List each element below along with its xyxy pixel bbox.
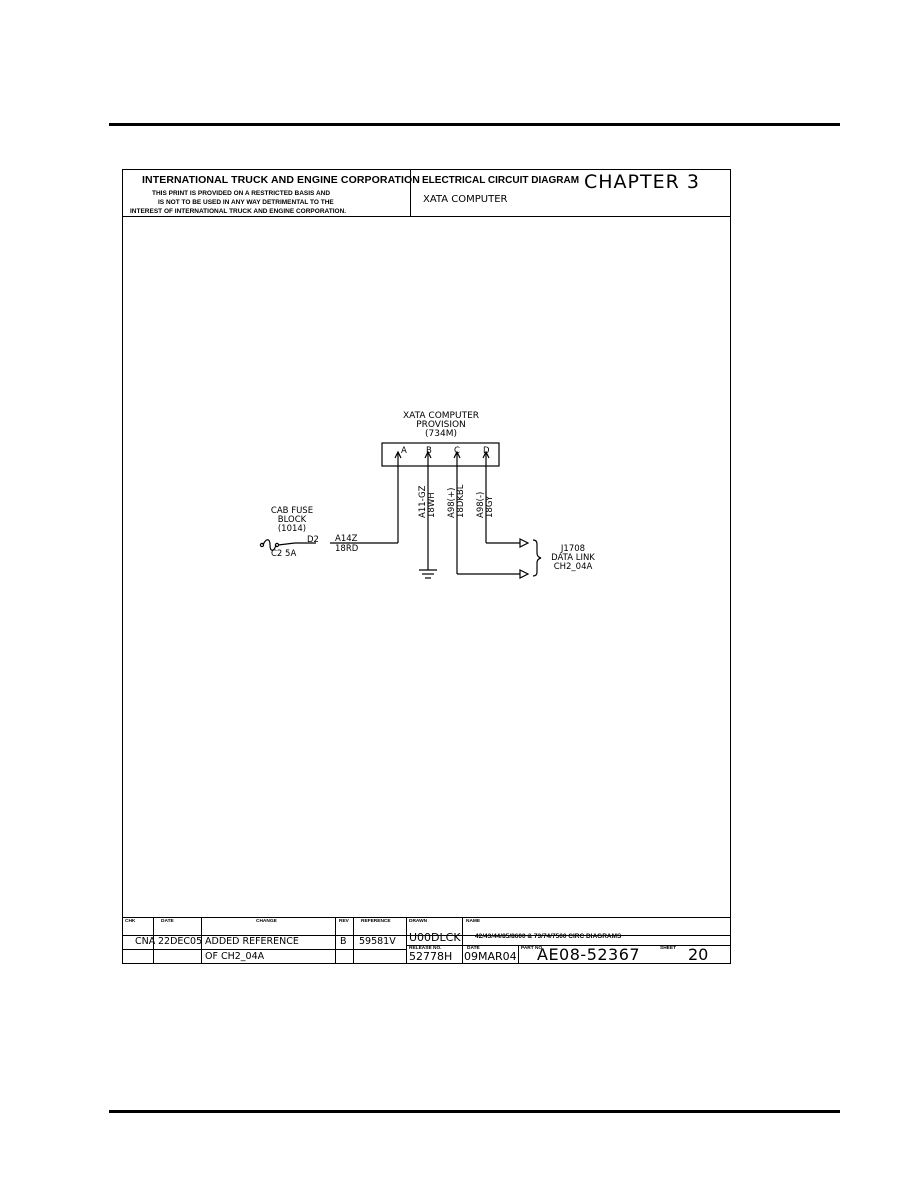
- fuse-block-line-3: (1014): [278, 524, 306, 534]
- pin-a-arrow: [394, 450, 402, 459]
- col-rev: [353, 917, 354, 963]
- hdr-drawn: DRAWN: [409, 919, 428, 924]
- connector-title-2: PROVISION: [416, 420, 466, 430]
- change-value-2: OF CH2_04A: [205, 951, 265, 962]
- datalink-line-2: DATA LINK: [551, 553, 595, 563]
- col-date2: [518, 945, 519, 963]
- top-rule: [109, 123, 840, 126]
- titleblock-top: [123, 917, 730, 918]
- pin-c-label: C: [454, 446, 460, 456]
- wire-b-spec: 18WH: [427, 492, 437, 518]
- diagram-subject: XATA COMPUTER: [423, 194, 508, 205]
- header-divider: [123, 216, 730, 217]
- reference-value: 59581V: [359, 936, 396, 947]
- titleblock-row-1: [123, 935, 730, 936]
- fuse-pin-label: D2: [307, 535, 319, 545]
- pin-d-label: D: [483, 446, 490, 456]
- fuse-block-line-1: CAB FUSE: [271, 506, 313, 516]
- bottom-rule: [109, 1110, 840, 1113]
- change-value-1: ADDED REFERENCE: [205, 936, 299, 947]
- col-chk: [153, 917, 154, 963]
- circuit-diagram: XATA COMPUTER PROVISION (734M) A B C D A…: [259, 411, 595, 579]
- drawing-name: 42/43/44/85/8600 & 73/74/7500 CIRC DIAGR…: [475, 933, 622, 940]
- connector-title-3: (734M): [425, 429, 457, 439]
- part-number: AE08-52367: [537, 945, 641, 964]
- fuse-block-line-2: BLOCK: [278, 515, 307, 525]
- drawn-value: U00DLCK: [409, 931, 461, 944]
- wire-b-id: A11-GZ: [418, 485, 428, 518]
- diagram-type: ELECTRICAL CIRCUIT DIAGRAM: [422, 175, 580, 186]
- header-vertical-divider: [410, 170, 411, 216]
- rev-value: B: [340, 936, 347, 947]
- datalink-line-1: J1708: [560, 544, 585, 554]
- hdr-reference: REFERENCE: [361, 919, 391, 924]
- datalink-line-3: CH2_04A: [554, 562, 593, 572]
- arrow-d: [519, 538, 530, 548]
- notice-line-3: INTEREST OF INTERNATIONAL TRUCK AND ENGI…: [130, 208, 347, 215]
- col-date: [201, 917, 202, 963]
- hdr-part: PART NO.: [521, 946, 544, 951]
- fuse-symbol: [262, 539, 277, 551]
- hdr-name: NAME: [466, 919, 481, 924]
- release-value: 52778H: [409, 950, 453, 963]
- pin-c-arrow: [453, 450, 461, 459]
- wire-d-id: A98(-): [476, 492, 486, 518]
- hdr-rev: REV: [339, 919, 349, 924]
- chk-value: CNA: [135, 936, 156, 947]
- pin-b-label: B: [426, 446, 432, 456]
- hdr-release: RELEASE NO.: [409, 946, 442, 951]
- date-value: 22DEC05: [158, 936, 203, 947]
- sheet-number: 20: [688, 945, 709, 964]
- hdr-sheet: SHEET: [660, 946, 676, 951]
- datalink-brace: [532, 539, 542, 577]
- wire-c-id: A98(+): [447, 488, 457, 518]
- col-reference: [406, 917, 407, 963]
- col-change: [335, 917, 336, 963]
- fuse-rating: C2 5A: [271, 549, 296, 559]
- hdr-date: DATE: [161, 919, 174, 924]
- fuse-to-pin: [277, 542, 296, 546]
- hdr-change: CHANGE: [256, 919, 277, 924]
- titleblock-row-2-left: [123, 949, 406, 950]
- notice-line-1: THIS PRINT IS PROVIDED ON A RESTRICTED B…: [152, 190, 331, 197]
- titleblock-row-2-right: [406, 945, 730, 946]
- wire-a-id: A14Z: [335, 534, 358, 544]
- wire-d-spec: 18GY: [485, 495, 495, 518]
- wire-a-spec: 18RD: [335, 544, 359, 554]
- pin-b-arrow: [424, 450, 432, 459]
- notice-line-2: IS NOT TO BE USED IN ANY WAY DETRIMENTAL…: [158, 199, 334, 206]
- company-name: INTERNATIONAL TRUCK AND ENGINE CORPORATI…: [142, 174, 420, 186]
- connector-title-1: XATA COMPUTER: [403, 411, 479, 421]
- pin-a-label: A: [401, 446, 407, 456]
- hdr-chk: CHK: [125, 919, 136, 924]
- drawing-sheet: INTERNATIONAL TRUCK AND ENGINE CORPORATI…: [122, 169, 731, 964]
- chapter-label: CHAPTER 3: [584, 171, 700, 193]
- wire-c-spec: 18DKBL: [456, 484, 466, 518]
- hdr-date2: DATE: [467, 946, 480, 951]
- pin-d-arrow: [482, 450, 490, 459]
- connector-box: [381, 442, 500, 467]
- arrow-c: [519, 569, 530, 579]
- date2-value: 09MAR04: [464, 950, 517, 963]
- col-drawn: [462, 917, 463, 963]
